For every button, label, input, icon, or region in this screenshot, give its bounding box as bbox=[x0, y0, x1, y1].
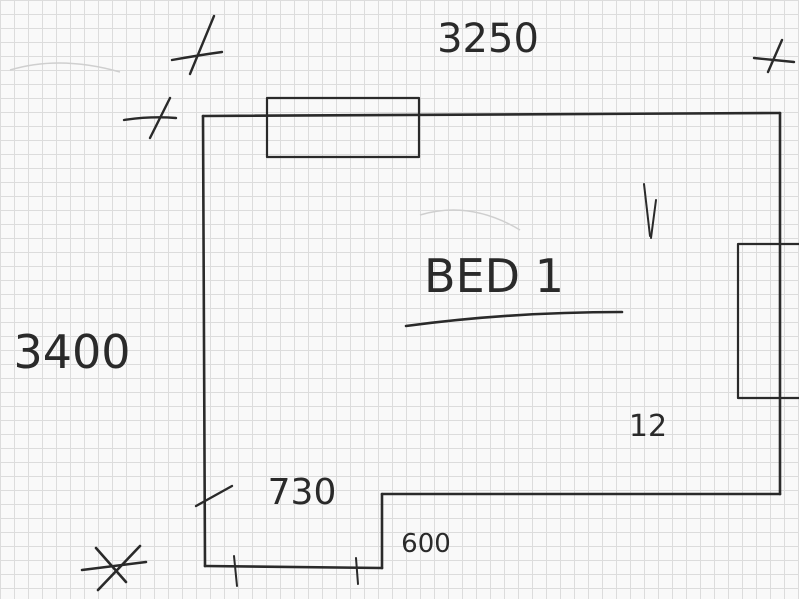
wall-bottom-left bbox=[203, 564, 384, 570]
cross-mark-icon bbox=[170, 14, 224, 76]
window-right bbox=[736, 242, 799, 400]
wall-top bbox=[201, 111, 782, 118]
corner-marks bbox=[80, 14, 796, 592]
window-top bbox=[265, 96, 421, 159]
paper-smudge bbox=[9, 62, 121, 73]
left-height-label: 3400 bbox=[13, 325, 130, 379]
arrow-down-icon bbox=[643, 183, 657, 239]
wall-left bbox=[201, 114, 207, 568]
paper-smudge bbox=[419, 209, 521, 231]
cross-mark-icon bbox=[80, 544, 148, 592]
top-width-label: 3250 bbox=[437, 16, 539, 62]
room-name-underline bbox=[404, 310, 624, 328]
cross-mark-icon bbox=[752, 38, 796, 74]
cross-mark-icon bbox=[194, 484, 234, 508]
dimension-tick-right bbox=[355, 557, 359, 585]
door-width-label: 730 bbox=[268, 472, 337, 513]
step-depth-label: 600 bbox=[401, 529, 451, 559]
dimension-tick-left bbox=[233, 555, 238, 587]
room-name-label: BED 1 bbox=[424, 249, 564, 303]
right-number-label: 12 bbox=[629, 409, 667, 444]
cross-mark-icon bbox=[122, 96, 178, 140]
